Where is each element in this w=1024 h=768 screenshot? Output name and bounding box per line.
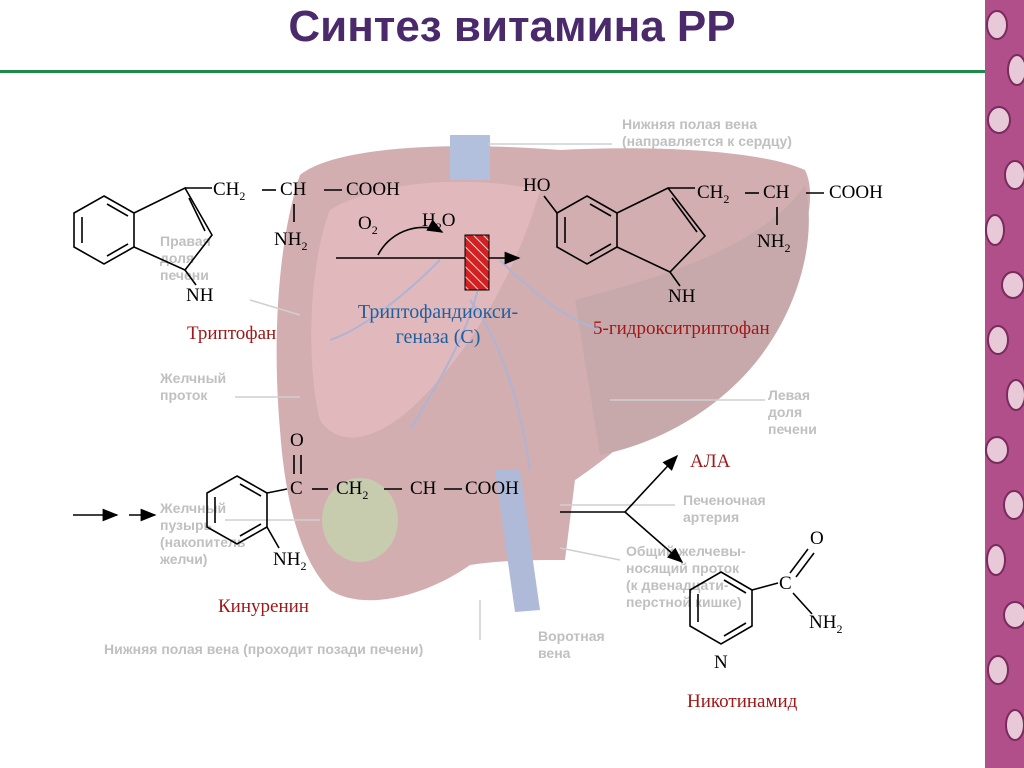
nicotinamide-label: Никотинамид bbox=[687, 691, 798, 712]
tryptophan-ring-double-bond bbox=[106, 243, 129, 257]
decorative-side-strip bbox=[985, 0, 1024, 768]
slide-title: Синтез витамина РР bbox=[288, 2, 736, 51]
tryptophan-ring-to-nh bbox=[184, 269, 197, 286]
bg-label-common-bile-duct: Общий желчевы- носящий проток (к двенадц… bbox=[626, 543, 746, 610]
kynurenine-ring-to-carbonyl bbox=[266, 488, 288, 494]
bg-label-bile-duct: Желчный проток bbox=[160, 370, 227, 403]
kynurenine-ch-group: CH bbox=[410, 478, 437, 499]
enzyme-name: Триптофандиокси- геназа (С) bbox=[338, 300, 538, 350]
hydroxytryptophan-nh-group: NH bbox=[668, 286, 696, 307]
nicotinamide-carbonyl-carbon: C bbox=[779, 573, 792, 594]
tryptophan-nh-group: NH bbox=[186, 285, 214, 306]
chemical-structures bbox=[73, 186, 824, 645]
bg-label-hepatic-artery: Печеночная артерия bbox=[683, 492, 766, 525]
bg-label-left-lobe: Левая доля печени bbox=[768, 387, 817, 437]
oxygen-reagent: O2 bbox=[358, 213, 378, 237]
o2-to-h2o-curved-arrow bbox=[377, 219, 444, 256]
tryptophan-pyrrole-double-bond bbox=[188, 197, 206, 232]
hydroxytryptophan-benzene-ring bbox=[556, 195, 618, 265]
nicotinamide-nh2-group: NH2 bbox=[809, 612, 843, 636]
hydroxytryptophan-ch-group: CH bbox=[763, 182, 790, 203]
kynurenine-ring-to-amine bbox=[266, 526, 280, 549]
nicotinamide-carbon-to-amine bbox=[792, 592, 813, 615]
nicotinamide-ring-nitrogen: N bbox=[714, 652, 728, 673]
pointer-line bbox=[559, 547, 621, 561]
kynurenine-cooh-group: COOH bbox=[465, 478, 519, 499]
tryptophan-cooh-group: COOH bbox=[346, 179, 400, 200]
nicotinamide-ring-to-carbonyl bbox=[751, 582, 779, 591]
tryptophan-pyrrole-ring bbox=[133, 186, 213, 271]
pointer-line bbox=[249, 299, 301, 316]
kynurenine-ch2-group: CH2 bbox=[336, 478, 369, 502]
nicotinamide-carbonyl-double-bond bbox=[789, 548, 809, 574]
liver-left-lobe-shape bbox=[575, 185, 809, 455]
hydroxytryptophan-pyrrole-ring bbox=[616, 186, 707, 273]
enzyme-name-line2: геназа (С) bbox=[395, 326, 481, 348]
hydroxytryptophan-pyrrole-double-bond bbox=[671, 197, 698, 233]
kynurenine-benzene-ring bbox=[206, 475, 268, 545]
kynurenine-label: Кинуренин bbox=[218, 596, 309, 617]
hydroxytryptophan-ring-double-bond bbox=[589, 243, 612, 257]
inferior-vena-cava-shape bbox=[450, 135, 490, 180]
branch-arrow-to-nicotinamide bbox=[624, 511, 684, 564]
hydroxytryptophan-nh2-group: NH2 bbox=[757, 231, 791, 255]
tryptophan-ring-double-bond bbox=[106, 203, 129, 217]
nicotinamide-ring-double-bond bbox=[723, 579, 747, 594]
enzyme-inhibition-block bbox=[464, 234, 490, 291]
kynurenine-carbonyl-carbon: C bbox=[290, 478, 303, 499]
tryptophan-nh2-group: NH2 bbox=[274, 229, 308, 253]
hydroxytryptophan-hydroxyl-bond bbox=[543, 195, 558, 214]
kynurenine-nh2-group: NH2 bbox=[273, 549, 307, 573]
tryptophan-benzene-ring bbox=[73, 195, 135, 265]
hydroxytryptophan-cooh-group: COOH bbox=[829, 182, 883, 203]
nicotinamide-carbonyl-oxygen: O bbox=[810, 528, 824, 549]
bg-label-vena-cava-bottom: Нижняя полая вена (проходит позади печен… bbox=[104, 641, 424, 657]
kynurenine-ring-double-bond bbox=[239, 483, 262, 497]
bg-label-portal-vein: Воротная вена bbox=[538, 628, 605, 661]
kynurenine-ring-double-bond bbox=[239, 523, 262, 537]
nicotinamide-ring-double-bond bbox=[723, 622, 747, 637]
ala-product-label: АЛА bbox=[690, 451, 731, 472]
bg-label-gallbladder: Желчный пузырь (накопитель желчи) bbox=[160, 500, 246, 567]
hydroxytryptophan-label: 5-гидрокситриптофан bbox=[593, 318, 770, 339]
hydroxytryptophan-ch2-group: CH2 bbox=[697, 182, 730, 206]
tryptophan-label: Триптофан bbox=[187, 323, 277, 344]
water-product: H2O bbox=[422, 210, 456, 234]
tissue-texture bbox=[985, 0, 1024, 768]
branch-arrow-to-ala bbox=[624, 454, 679, 513]
hydroxytryptophan-ho-group: HO bbox=[523, 175, 551, 196]
title-underline bbox=[0, 70, 985, 73]
tryptophan-ch2-group: CH2 bbox=[213, 179, 246, 203]
bg-label-vena-cava-top: Нижняя полая вена (направляется к сердцу… bbox=[622, 116, 792, 149]
liver-right-lobe-shape bbox=[276, 146, 811, 601]
enzyme-name-line1: Триптофандиокси- bbox=[357, 301, 519, 323]
hydroxytryptophan-ring-to-nh bbox=[669, 271, 681, 287]
gallbladder-shape bbox=[322, 478, 398, 562]
nicotinamide-carbonyl-double-bond bbox=[795, 552, 815, 578]
tryptophan-ch-group: CH bbox=[280, 179, 307, 200]
portal-vein-shape bbox=[495, 470, 540, 612]
vessel-lines bbox=[329, 259, 601, 471]
kynurenine-carbonyl-oxygen: O bbox=[290, 430, 304, 451]
nicotinamide-pyridine-ring bbox=[689, 571, 753, 645]
hydroxytryptophan-ring-double-bond bbox=[589, 203, 612, 217]
